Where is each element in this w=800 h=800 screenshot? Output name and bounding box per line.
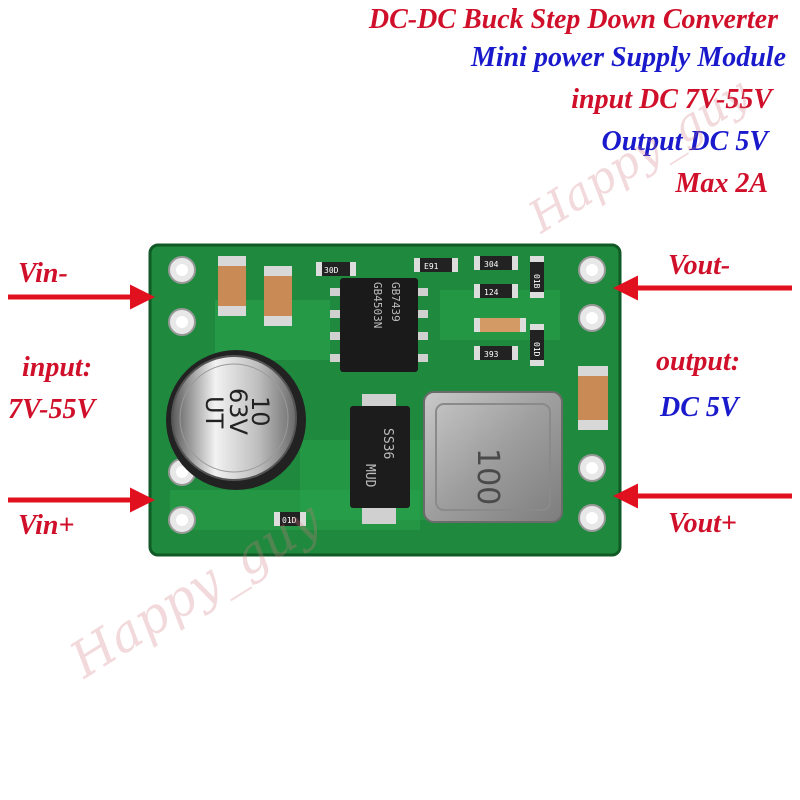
label-input-heading: input: — [22, 352, 93, 383]
res-label-1: 30D — [324, 266, 339, 275]
res-label-5: 393 — [484, 350, 499, 359]
capacitor-marking-1: 10 — [246, 396, 274, 427]
pin-arrows — [8, 275, 792, 513]
capacitor-marking-2: 63V — [224, 388, 252, 436]
inductor-marking: 100 — [470, 448, 505, 505]
res-label-7: 01D — [532, 342, 541, 357]
electrolytic-capacitor — [166, 350, 306, 490]
title-line-3: input DC 7V-55V — [571, 84, 772, 115]
label-output-heading: output: — [656, 346, 741, 377]
ceramic-capacitors — [218, 256, 608, 430]
ic-marking-2: GB7439 — [389, 282, 402, 322]
label-input-range: 7V-55V — [8, 394, 96, 425]
pin-holes — [168, 256, 606, 534]
title-line-2: Mini power Supply Module — [470, 42, 786, 73]
capacitor-marking-3: UT — [200, 396, 228, 429]
label-vout-plus: Vout+ — [668, 508, 737, 539]
controller-ic — [330, 278, 428, 372]
res-label-3: 304 — [484, 260, 499, 269]
res-label-8: 01D — [282, 516, 297, 525]
label-vin-plus: Vin+ — [18, 510, 75, 541]
title-line-5: Max 2A — [675, 168, 768, 199]
ic-marking-1: GB4503N — [371, 282, 384, 328]
power-inductor — [423, 391, 563, 523]
label-vout-minus: Vout- — [668, 250, 731, 281]
schottky-diode — [350, 394, 410, 524]
res-label-2: E91 — [424, 262, 439, 271]
res-label-6: 01B — [532, 274, 541, 289]
smd-resistors — [274, 256, 544, 526]
diode-marking-2: MUD — [362, 464, 377, 488]
diode-marking-1: SS36 — [380, 428, 395, 459]
label-vin-minus: Vin- — [18, 258, 68, 289]
res-label-4: 124 — [484, 288, 499, 297]
label-output-value: DC 5V — [660, 392, 739, 423]
title-line-4: Output DC 5V — [601, 126, 769, 157]
title-line-1: DC-DC Buck Step Down Converter — [368, 4, 778, 35]
